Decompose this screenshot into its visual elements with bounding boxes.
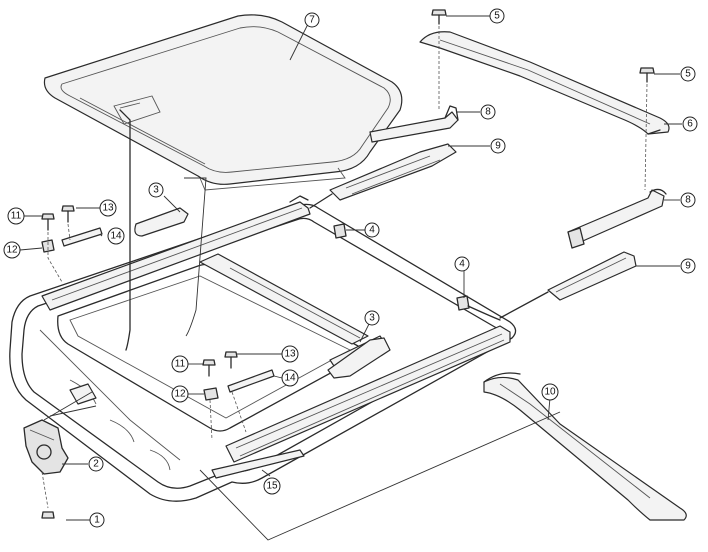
callout-13-upper: 13	[99, 199, 117, 217]
callout-9-right-label: 9	[685, 261, 691, 272]
screw-left-upper	[41, 213, 55, 231]
screw-lower-right	[224, 351, 238, 369]
callout-15: 15	[263, 477, 281, 495]
callout-9-right: 9	[680, 258, 696, 274]
callout-2: 2	[88, 456, 104, 472]
nut-lower	[203, 387, 219, 401]
rear-link-right	[567, 188, 667, 249]
callout-3-lower: 3	[364, 310, 380, 326]
callout-11-lower-label: 11	[175, 359, 186, 370]
callout-6: 6	[682, 116, 698, 132]
callout-9-upper-label: 9	[495, 141, 501, 152]
callout-8-upper-label: 8	[485, 107, 491, 118]
callout-14-upper: 14	[107, 227, 125, 245]
callout-6-label: 6	[687, 119, 693, 130]
guide-assembly-right	[499, 251, 637, 319]
callout-4-upper: 4	[364, 222, 380, 238]
callout-5-upper: 5	[489, 8, 505, 24]
callout-12-upper-label: 12	[6, 245, 18, 256]
callout-14-lower-label: 14	[284, 373, 296, 384]
callout-5-right: 5	[680, 66, 696, 82]
callout-13-lower: 13	[281, 345, 299, 363]
callout-4-right: 4	[454, 256, 470, 272]
cable-clamp-upper	[333, 223, 347, 239]
guide-assembly-upper	[309, 143, 457, 209]
screw-upper-left	[431, 9, 447, 25]
screw-upper-right	[639, 67, 655, 83]
callout-13-upper-label: 13	[102, 203, 114, 214]
callout-3-lower-label: 3	[369, 313, 375, 324]
callout-4-upper-label: 4	[369, 225, 375, 236]
callout-14-lower: 14	[281, 369, 299, 387]
deflector-link-lower	[327, 337, 391, 379]
drain-bracket	[211, 449, 305, 479]
sunroof-motor	[23, 419, 69, 475]
glass-panel	[43, 14, 403, 191]
callout-14-upper-label: 14	[110, 231, 122, 242]
callout-8-right-label: 8	[685, 195, 691, 206]
callout-4-right-label: 4	[459, 259, 465, 270]
sunroof-frame	[9, 203, 517, 502]
motor-screw	[41, 511, 55, 519]
screw-lower-left	[202, 359, 216, 377]
screw-left-upper-2	[61, 205, 75, 223]
callout-2-label: 2	[93, 459, 99, 470]
callout-13-lower-label: 13	[284, 349, 296, 360]
callout-9-upper: 9	[490, 138, 506, 154]
left-guide-rail	[41, 195, 311, 311]
wind-deflector	[419, 31, 670, 135]
rear-link-upper	[369, 105, 459, 143]
callout-8-upper: 8	[480, 104, 496, 120]
callout-3-upper-label: 3	[153, 185, 159, 196]
callout-10: 10	[541, 383, 559, 401]
callout-1: 1	[89, 512, 105, 528]
callout-11-lower: 11	[171, 355, 189, 373]
nut-left-upper	[41, 239, 55, 253]
callout-10-label: 10	[544, 387, 556, 398]
cable-clamp-right	[456, 295, 470, 311]
callout-11-upper: 11	[7, 207, 25, 225]
callout-15-label: 15	[266, 481, 278, 492]
rear-trim-strip	[483, 372, 687, 521]
callout-5-right-label: 5	[685, 69, 691, 80]
callout-12-upper: 12	[3, 241, 21, 259]
drain-clip-lower	[227, 369, 275, 393]
deflector-link-upper	[134, 207, 189, 237]
callout-7: 7	[304, 12, 320, 28]
callout-1-label: 1	[94, 515, 100, 526]
callout-5-upper-label: 5	[494, 11, 500, 22]
drain-clip-upper	[61, 227, 103, 247]
callout-12-lower-label: 12	[174, 389, 186, 400]
callout-8-right: 8	[680, 192, 696, 208]
callout-11-upper-label: 11	[11, 211, 22, 222]
callout-7-label: 7	[309, 15, 315, 26]
callout-12-lower: 12	[171, 385, 189, 403]
callout-3-upper: 3	[148, 182, 164, 198]
